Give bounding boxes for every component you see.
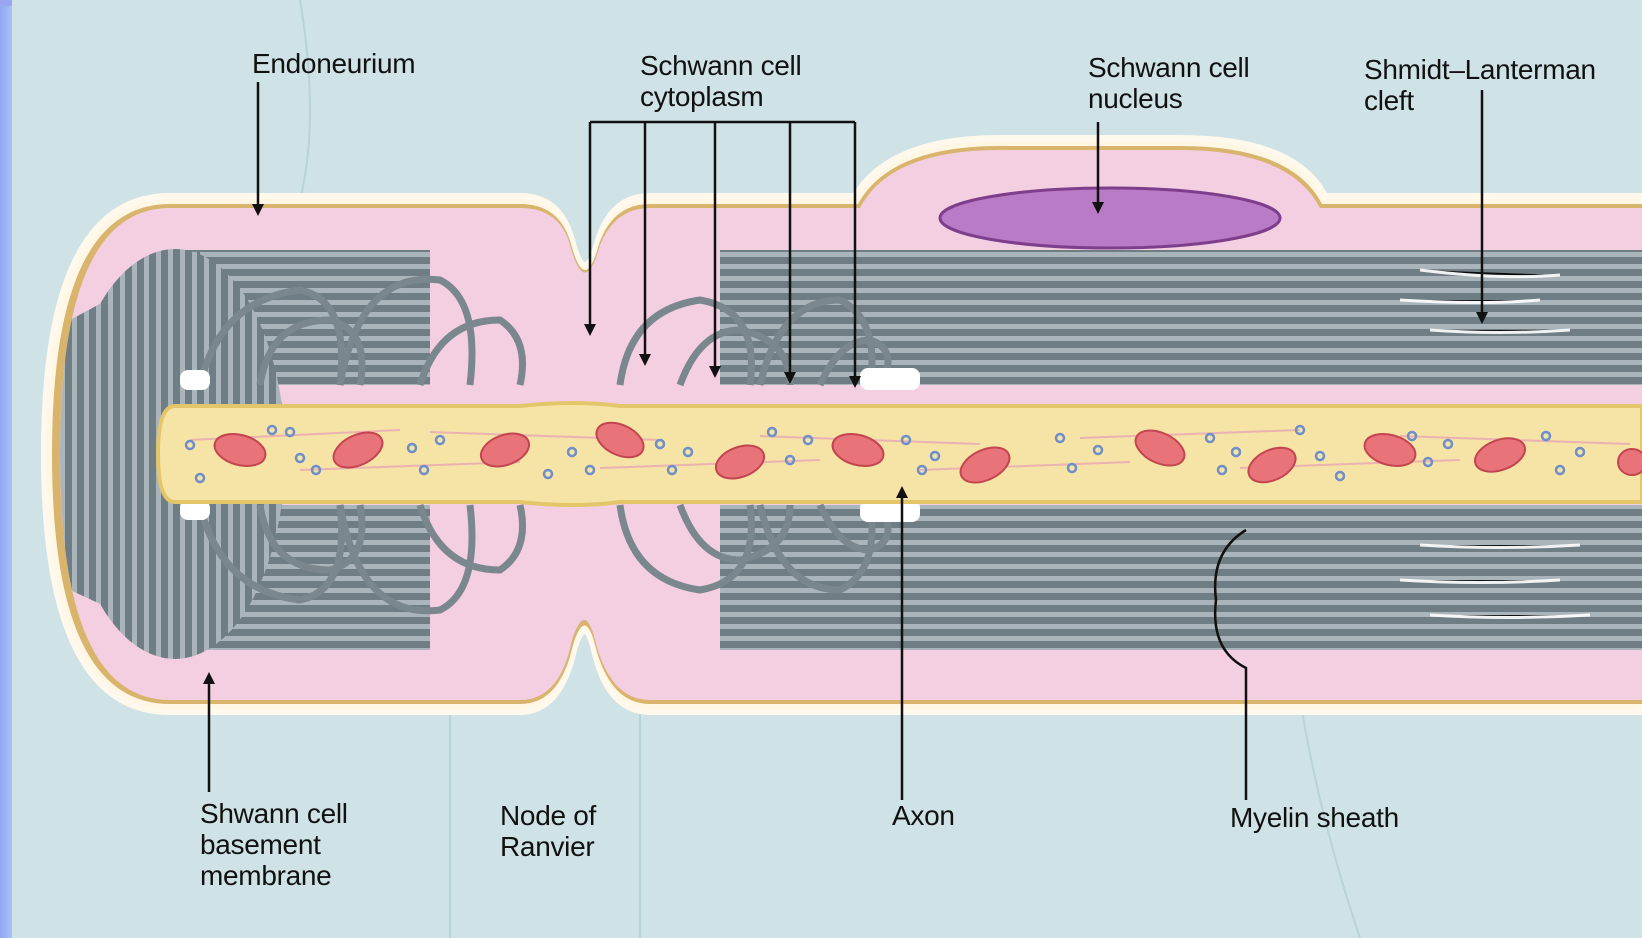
myelin-lower-band bbox=[170, 505, 1642, 650]
label-node-of-ranvier: Node of Ranvier bbox=[500, 800, 596, 862]
label-schwann-cell-cytoplasm: Schwann cell cytoplasm bbox=[640, 50, 801, 112]
label-schwann-cell-nucleus: Schwann cell nucleus bbox=[1088, 52, 1249, 114]
label-basement-membrane: Shwann cell basement membrane bbox=[200, 798, 348, 891]
label-endoneurium: Endoneurium bbox=[252, 48, 415, 79]
axon bbox=[158, 403, 1642, 505]
label-axon: Axon bbox=[892, 800, 955, 831]
label-myelin-sheath: Myelin sheath bbox=[1230, 802, 1399, 833]
label-shmidt-lanterman-cleft: Shmidt–Lanterman cleft bbox=[1364, 54, 1596, 116]
schwann-cell-nucleus bbox=[940, 188, 1280, 248]
